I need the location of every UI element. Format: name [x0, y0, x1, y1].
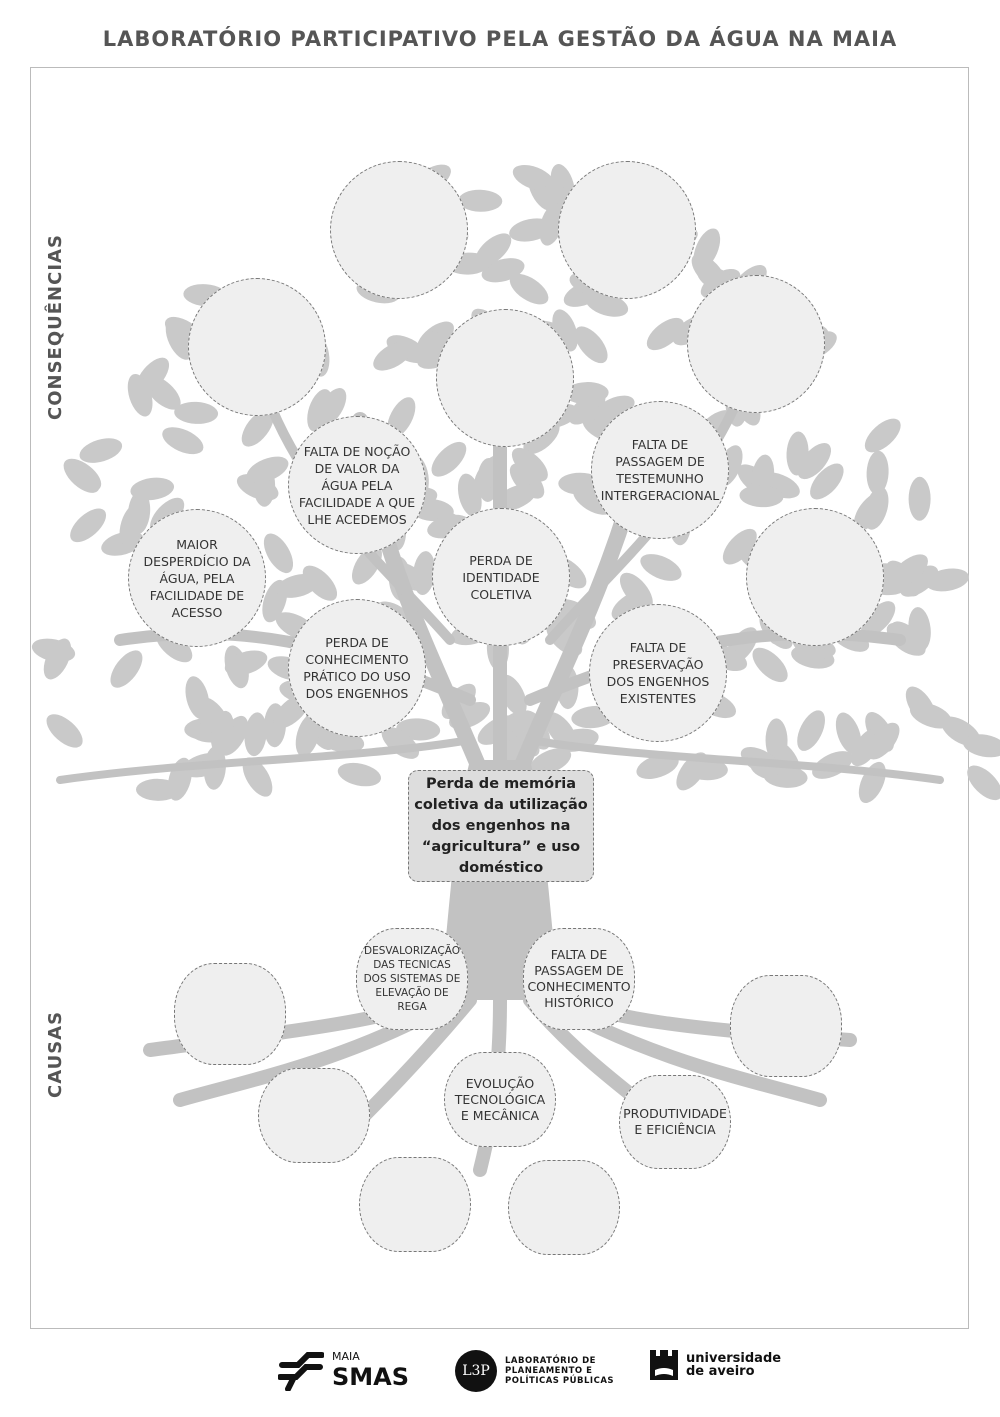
leaf: [564, 382, 609, 405]
consequence-node[interactable]: PERDA DE CONHECIMENTO PRÁTICO DO USO DOS…: [288, 599, 426, 737]
consequence-node[interactable]: PERDA DE IDENTIDADE COLETIVA: [432, 508, 570, 646]
leaf: [574, 326, 608, 364]
leaf: [31, 638, 76, 663]
leaf: [797, 710, 825, 751]
leaf: [853, 492, 886, 531]
consequence-node[interactable]: MAIOR DESPERDÍCIO DA ÁGUA, PELA FACILIDA…: [128, 509, 266, 647]
leaf: [512, 164, 555, 191]
branch: [526, 736, 944, 784]
leaf: [263, 533, 294, 574]
leaf: [302, 565, 338, 601]
cause-node[interactable]: EVOLUÇÃO TECNOLÓGICA E MECÂNICA: [444, 1052, 556, 1147]
leaf: [861, 601, 896, 637]
page-title: LABORATÓRIO PARTICIPATIVO PELA GESTÃO DA…: [102, 27, 898, 51]
leaf: [511, 447, 548, 482]
leaf: [174, 401, 219, 424]
consequence-node[interactable]: [330, 161, 468, 299]
ua-icon: [650, 1350, 678, 1380]
core-problem[interactable]: Perda de memória coletiva da utilização …: [408, 770, 594, 882]
leaf: [509, 273, 549, 305]
leaf: [241, 409, 274, 447]
leaf: [79, 438, 123, 463]
consequence-node[interactable]: FALTA DE NOÇÃO DE VALOR DA ÁGUA PELA FAC…: [288, 416, 426, 554]
leaf: [337, 762, 382, 787]
leaf: [224, 650, 268, 676]
leaf: [242, 757, 273, 797]
leaf: [890, 621, 926, 656]
consequence-node[interactable]: [558, 161, 696, 299]
consequence-node[interactable]: FALTA DE PRESERVAÇÃO DOS ENGENHOS EXISTE…: [589, 604, 727, 742]
label-consequencias: CONSEQUÊNCIAS: [45, 234, 66, 420]
leaf: [797, 442, 832, 480]
l3p-mark: L3P: [455, 1350, 497, 1392]
leaf: [130, 477, 175, 501]
leaf: [683, 758, 728, 781]
leaf: [70, 508, 107, 543]
cause-node[interactable]: [258, 1068, 370, 1163]
leaf: [307, 389, 333, 432]
leaf: [63, 458, 102, 491]
frame: [30, 67, 969, 1329]
leaf: [244, 712, 267, 757]
leaf: [866, 722, 900, 760]
consequence-node[interactable]: [746, 508, 884, 646]
leaf: [539, 202, 565, 246]
consequence-node[interactable]: FALTA DE PASSAGEM DE TESTEMUNHO INTERGER…: [591, 401, 729, 539]
smas-icon: [278, 1351, 324, 1391]
leaf: [640, 554, 682, 581]
consequence-node[interactable]: [687, 275, 825, 413]
leaf: [162, 427, 204, 455]
leaf: [110, 650, 143, 688]
cause-node[interactable]: FALTA DE PASSAGEM DE CONHECIMENTO HISTÓR…: [523, 928, 635, 1030]
leaf: [905, 686, 936, 726]
leaf: [739, 485, 784, 508]
leaf: [127, 373, 153, 417]
leaf: [967, 765, 1000, 801]
leaf: [46, 714, 83, 748]
cause-node[interactable]: [359, 1157, 471, 1252]
consequence-node[interactable]: [188, 278, 326, 416]
leaf: [619, 572, 653, 610]
leaf: [295, 713, 321, 757]
leaf: [900, 565, 939, 597]
leaf: [185, 676, 210, 720]
leaf: [864, 418, 901, 453]
leaf: [752, 647, 788, 683]
cause-node[interactable]: [508, 1160, 620, 1255]
leaf: [908, 476, 931, 521]
cause-node[interactable]: DESVALORIZAÇÃO DAS TECNICAS DOS SISTEMAS…: [356, 928, 468, 1030]
leaf: [835, 712, 862, 755]
cause-node[interactable]: [174, 963, 286, 1065]
leaf: [373, 341, 413, 371]
leaf: [786, 431, 809, 476]
leaf: [431, 441, 467, 477]
leaf: [210, 710, 234, 755]
leaf: [691, 253, 726, 290]
leaf: [866, 450, 889, 495]
cause-node[interactable]: [730, 975, 842, 1077]
cause-node[interactable]: PRODUTIVIDADE E EFICIÊNCIA: [619, 1075, 731, 1169]
leaf: [458, 189, 503, 212]
leaf: [246, 456, 289, 483]
leaf: [962, 734, 1000, 758]
leaf: [412, 551, 436, 595]
branch: [56, 736, 474, 784]
leaf: [646, 317, 685, 351]
leaf: [636, 753, 679, 779]
leaf: [890, 554, 928, 587]
leaf: [810, 463, 844, 500]
label-causas: CAUSAS: [45, 1010, 66, 1098]
consequence-node[interactable]: [436, 309, 574, 447]
